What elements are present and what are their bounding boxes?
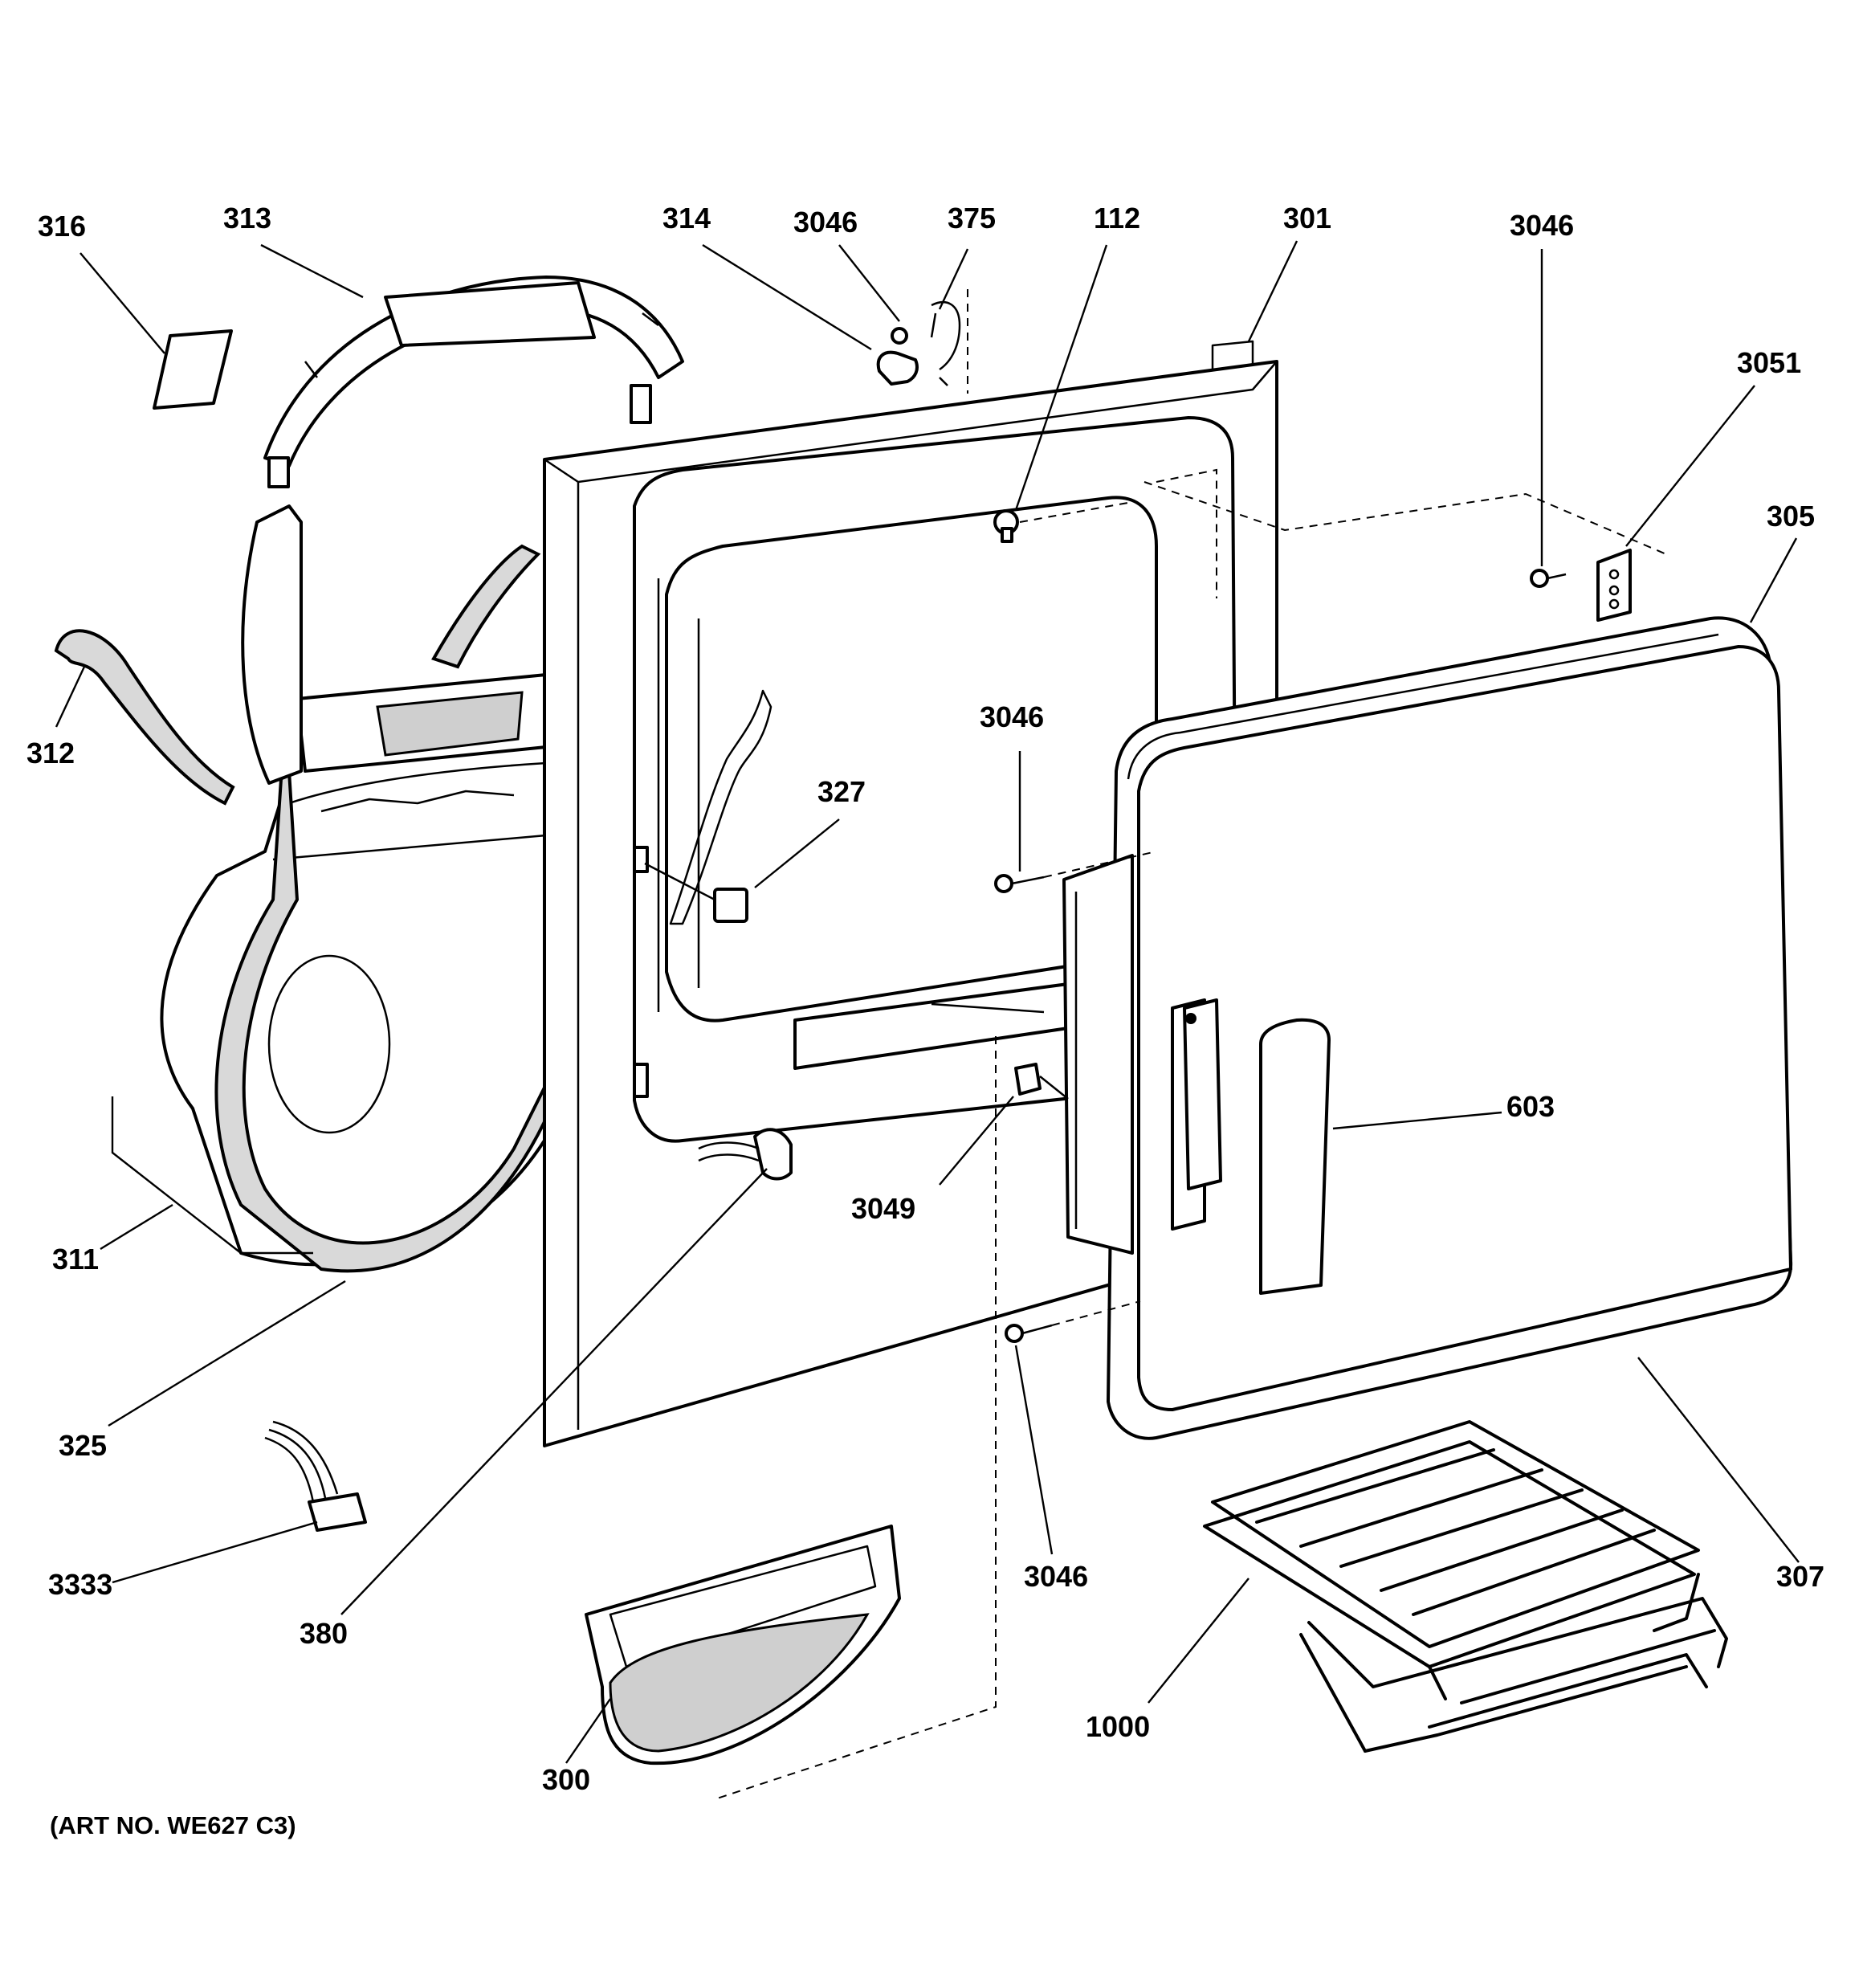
label-300: 300 bbox=[542, 1763, 590, 1796]
part-1000-drawing bbox=[1203, 1420, 1728, 1753]
part-312-drawing bbox=[54, 544, 541, 806]
screw-3046-mid-drawing bbox=[994, 851, 1157, 893]
label-3046-top: 3046 bbox=[793, 206, 858, 239]
label-3046-mid: 3046 bbox=[980, 700, 1044, 733]
label-112: 112 bbox=[1094, 202, 1140, 235]
label-314: 314 bbox=[662, 202, 711, 235]
label-325: 325 bbox=[59, 1429, 107, 1462]
label-3333: 3333 bbox=[48, 1568, 112, 1601]
part-316-drawing bbox=[153, 329, 233, 410]
part-313-drawing bbox=[263, 276, 684, 488]
label-3049: 3049 bbox=[851, 1192, 915, 1225]
label-1000: 1000 bbox=[1086, 1710, 1150, 1743]
label-3046-right: 3046 bbox=[1510, 209, 1574, 242]
label-311: 311 bbox=[52, 1243, 99, 1276]
part-3049-drawing bbox=[1014, 1063, 1069, 1100]
side-bracket-drawing bbox=[241, 504, 303, 785]
label-313: 313 bbox=[223, 202, 271, 235]
label-316: 316 bbox=[38, 210, 86, 243]
part-327-drawing bbox=[644, 689, 773, 925]
part-375-drawing bbox=[930, 289, 968, 394]
screw-3046-bottom-drawing bbox=[1005, 1300, 1141, 1343]
part-380-drawing bbox=[698, 1128, 793, 1181]
label-301: 301 bbox=[1283, 202, 1331, 235]
label-603: 603 bbox=[1506, 1090, 1555, 1123]
part-603-drawing bbox=[1171, 998, 1331, 1295]
leader-lines bbox=[55, 240, 1800, 1764]
label-307: 307 bbox=[1776, 1560, 1824, 1593]
label-3046-bottom: 3046 bbox=[1024, 1560, 1088, 1593]
label-305: 305 bbox=[1767, 500, 1815, 533]
part-300-drawing bbox=[585, 1036, 997, 1800]
art-number-note: (ART NO. WE627 C3) bbox=[50, 1811, 296, 1839]
screw-3046-right-drawing bbox=[1530, 569, 1567, 588]
part-3051-drawing bbox=[1143, 481, 1667, 622]
part-3333-drawing bbox=[264, 1420, 367, 1532]
door-inner-drawing bbox=[1062, 854, 1134, 1255]
part-314-drawing bbox=[876, 350, 919, 386]
label-375: 375 bbox=[948, 202, 996, 235]
screw-3046-top-drawing bbox=[891, 327, 908, 345]
label-327: 327 bbox=[817, 775, 866, 808]
part-325-drawing bbox=[214, 767, 556, 1273]
part-112-drawing bbox=[993, 501, 1133, 543]
label-3051: 3051 bbox=[1737, 346, 1801, 379]
label-380: 380 bbox=[300, 1617, 348, 1650]
label-312: 312 bbox=[26, 737, 75, 769]
guide-line-301 bbox=[1156, 468, 1217, 598]
